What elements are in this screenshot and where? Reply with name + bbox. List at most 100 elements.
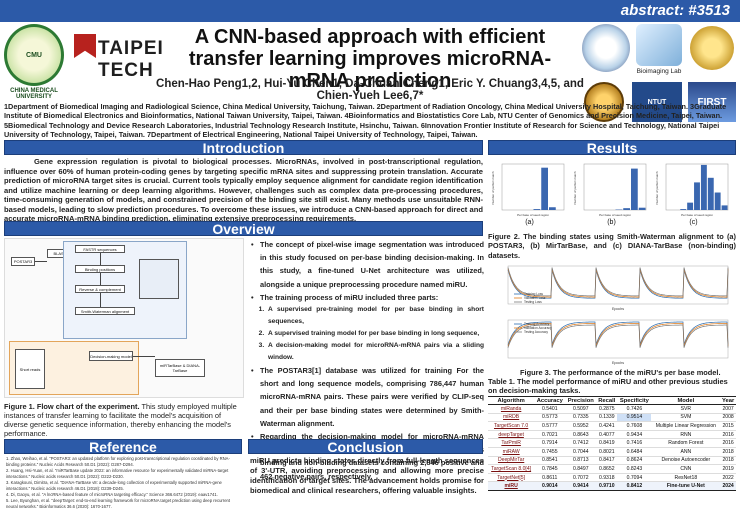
full-seq-box: FASTR sequences [75, 245, 125, 253]
y-axis-label: Number of perfect match [491, 171, 495, 204]
table-header-cell: Year [720, 396, 736, 405]
training-part-1: A supervised pre-training model for per … [266, 304, 484, 328]
table-cell: 2018 [720, 456, 736, 466]
introduction-header: Introduction [4, 140, 483, 155]
figure-1-caption-text: This study employed multiple instances o… [4, 402, 237, 438]
series-line [507, 267, 729, 297]
table-cell: ResNet18 [651, 473, 721, 483]
legend-label: Validation Loss [524, 296, 546, 300]
table-cell: 0.9414 [565, 481, 597, 491]
mirtarbase-box: miRTarBase & DIANA-TarBase [155, 359, 205, 377]
training-parts-list: A supervised pre-training model for per … [266, 304, 484, 364]
algorithm-cell: TargetScan 7.0 [488, 421, 535, 431]
table-header-cell: Precision [565, 396, 597, 405]
taipei-tech-mark [74, 34, 96, 58]
figure-3-caption: Figure 3. The performance of the miRU's … [520, 368, 721, 377]
plot-area [501, 163, 565, 211]
table-cell: ANN [651, 447, 721, 457]
table-header-cell: Model [651, 396, 721, 405]
cmu-logo: CMU [4, 24, 64, 86]
table-cell: Multiple Linear Regression [651, 421, 721, 431]
x-axis-label: Per base of seed region [599, 213, 631, 217]
table-header-cell: Recall [596, 396, 618, 405]
plot-area [507, 265, 729, 305]
chart-panel-b-label: (b) [607, 219, 616, 226]
bar [714, 192, 721, 210]
overview-bullet-1: The concept of pixel-wise image segmenta… [251, 238, 484, 291]
algorithm-cell: miRDB [488, 413, 535, 423]
algorithm-cell: TargetNet[5] [488, 473, 535, 483]
table-cell: 0.7021 [534, 430, 566, 440]
table-cell: 0.9514 [617, 413, 652, 423]
poster-title: A CNN-based approach with efficient tran… [188, 26, 552, 92]
taipei-tech-logo-top: TAIPEI [98, 38, 164, 59]
bar [638, 207, 646, 210]
table-header-cell: Specificity [617, 396, 652, 405]
bar [549, 207, 556, 210]
table-cell: 0.9434 [617, 430, 652, 440]
header-stripe [0, 0, 740, 22]
series-line [507, 321, 729, 345]
table-cell: 0.7914 [534, 438, 566, 448]
training-part-3: A decision-making model for microRNA-mRN… [266, 340, 484, 364]
table-cell: 0.8021 [596, 447, 618, 457]
table-header-cell: Algorithm [488, 396, 535, 405]
flow-arrow [100, 253, 101, 265]
reverse-box: Reverse & complement [75, 285, 125, 293]
bar [687, 202, 694, 210]
table-cell: Denoise Autoencoder [651, 456, 721, 466]
figure-1-caption: Figure 1. Flow chart of the experiment. … [4, 402, 244, 438]
table-cell: 0.7072 [565, 473, 597, 483]
series-line [507, 268, 729, 298]
postar-box: POSTAR3 [11, 257, 35, 266]
table-cell: 0.7455 [534, 447, 566, 457]
figure-1-caption-title: Figure 1. Flow chart of the experiment. [4, 402, 140, 411]
bioimaging-lab-logo [636, 24, 682, 66]
algorithm-cell: TargetScan 8.0[4] [488, 464, 535, 474]
bioimaging-lab-caption: Bioimaging Lab [636, 68, 682, 75]
table-cell: 2015 [720, 421, 736, 431]
series-line [507, 269, 729, 299]
decision-box: Decision-making model [89, 351, 133, 361]
bar [623, 208, 630, 210]
reference-item: 2. Huang, Hsi-Yuan, et al. "miRTarBase u… [6, 468, 229, 479]
legend-label: Training Loss [524, 292, 543, 296]
table-cell: 0.8243 [617, 464, 652, 474]
introduction-text: Gene expression regulation is pivotal to… [4, 157, 483, 223]
table-cell: 2007 [720, 404, 736, 414]
algorithm-cell: DeepMirTar [488, 456, 535, 466]
table-cell: 2018 [720, 447, 736, 457]
flowchart-figure: POSTAR3 BLAST alignment FASTR sequences … [4, 238, 244, 398]
bar [541, 167, 548, 210]
table-cell: 0.7426 [617, 404, 652, 414]
reference-item: 1. Zhao, Weihao, et al. "POSTAR3: an upd… [6, 456, 230, 467]
bar [680, 209, 687, 210]
x-axis-label: Epochs [612, 361, 624, 365]
results-header: Results [488, 140, 736, 155]
table-cell: 0.8643 [565, 430, 597, 440]
table-cell: 0.4077 [596, 430, 618, 440]
flow-arrow [100, 293, 101, 307]
table-header-cell: Accuracy [534, 396, 566, 405]
table-cell: 2022 [720, 473, 736, 483]
table-cell: 0.8624 [617, 456, 652, 466]
bar [694, 182, 700, 210]
table-cell: SVM [651, 413, 721, 423]
